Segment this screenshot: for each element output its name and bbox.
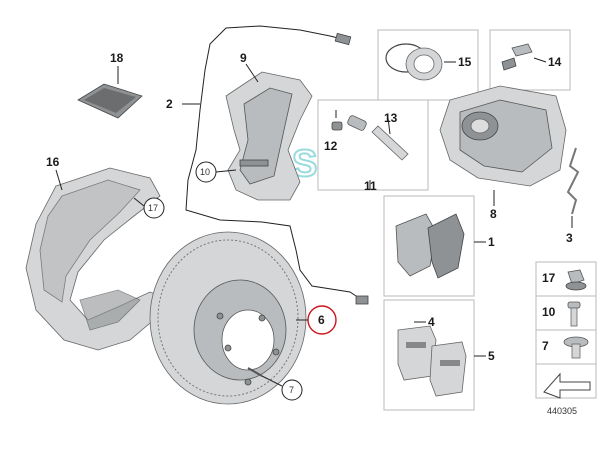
part-8-caliper [439, 85, 567, 206]
callout-7-circle-disc [247, 367, 303, 401]
callout-3: 3 [566, 231, 573, 245]
part-11-guide-bolts [331, 110, 409, 190]
callout-15: 15 [458, 55, 472, 69]
part-5-pad-springs [397, 321, 486, 397]
callout-14: 14 [548, 55, 562, 69]
part-1-brake-pads [395, 213, 486, 279]
legend-label-10: 10 [542, 305, 556, 319]
callout-9: 9 [240, 51, 247, 65]
callout-11: 11 [364, 179, 377, 193]
legend-screw-7 [563, 336, 589, 359]
legend-bolt-10 [567, 301, 581, 327]
part-6-brake-disc [149, 231, 307, 405]
part-18-pad [77, 66, 143, 119]
callout-7-disc: 7 [289, 385, 294, 395]
part-15-seal [385, 43, 456, 81]
part-3-spring-clip [566, 147, 580, 228]
callout-6-highlight [296, 305, 337, 335]
legend-arrow [543, 372, 591, 399]
legend-label-17: 17 [542, 271, 556, 285]
callout-4: 4 [428, 315, 435, 329]
callout-2: 2 [166, 97, 173, 111]
diagram-id: 440305 [547, 406, 577, 416]
callout-12: 12 [324, 139, 338, 153]
part-2-wear-sensor-cable [182, 25, 369, 305]
box-14-bleeder [489, 29, 571, 91]
callout-10: 10 [200, 167, 210, 177]
part-9-caliper-carrier [225, 63, 313, 201]
callout-1: 1 [488, 235, 495, 249]
callout-8: 8 [490, 207, 497, 221]
part-16-dust-shield [25, 167, 167, 351]
legend-label-7: 7 [542, 339, 549, 353]
callout-6: 6 [318, 313, 325, 327]
callout-17-circle-shield [133, 197, 165, 219]
callout-5: 5 [488, 349, 495, 363]
legend-nut-17 [565, 269, 587, 291]
callout-18: 18 [110, 51, 124, 65]
callout-10-circle [195, 161, 237, 183]
part-14-bleeder [501, 43, 547, 71]
callout-13: 13 [384, 111, 398, 125]
callout-16: 16 [46, 155, 60, 169]
callout-17-shield: 17 [148, 203, 158, 213]
